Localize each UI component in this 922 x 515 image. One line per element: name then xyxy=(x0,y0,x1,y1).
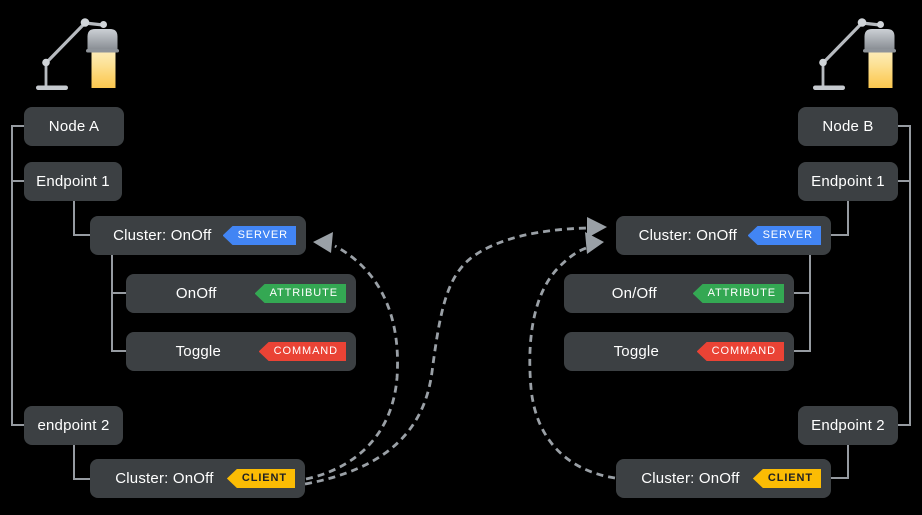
box-label: Toggle xyxy=(175,343,222,360)
box-label: Cluster: OnOff xyxy=(115,470,214,487)
left-endpoint-1-box: Endpoint 1 xyxy=(24,162,122,201)
box-label: Node A xyxy=(48,118,100,135)
node-a-box: Node A xyxy=(24,107,124,146)
command-badge: COMMAND xyxy=(258,342,346,361)
server-badge: SERVER xyxy=(222,226,296,245)
arrowhead-icon xyxy=(585,232,604,254)
box-label: Cluster: OnOff xyxy=(113,227,212,244)
right-attribute-box: On/Off ATTRIBUTE xyxy=(564,274,794,313)
box-label: On/Off xyxy=(611,285,657,302)
box-label: Cluster: OnOff xyxy=(641,470,740,487)
box-label: OnOff xyxy=(175,285,217,302)
right-command-box: Toggle COMMAND xyxy=(564,332,794,371)
desk-lamp-icon xyxy=(36,18,119,90)
arrowhead-icon xyxy=(313,232,333,253)
box-label: endpoint 2 xyxy=(37,417,110,434)
client-badge: CLIENT xyxy=(226,469,295,488)
arrow-left-client-to-left-server xyxy=(305,244,399,481)
box-label: Toggle xyxy=(613,343,660,360)
right-cluster-client-box: Cluster: OnOff CLIENT xyxy=(616,459,831,498)
attribute-badge: ATTRIBUTE xyxy=(692,284,784,303)
server-badge: SERVER xyxy=(747,226,821,245)
client-badge: CLIENT xyxy=(752,469,821,488)
arrow-right-client-to-right-server xyxy=(528,245,616,480)
left-attribute-box: OnOff ATTRIBUTE xyxy=(126,274,356,313)
box-label: Endpoint 2 xyxy=(811,417,885,434)
desk-lamp-icon xyxy=(813,18,896,90)
left-cluster-client-box: Cluster: OnOff CLIENT xyxy=(90,459,305,498)
left-endpoint-2-box: endpoint 2 xyxy=(24,406,123,445)
attribute-badge: ATTRIBUTE xyxy=(254,284,346,303)
left-cluster-server-box: Cluster: OnOff SERVER xyxy=(90,216,306,255)
right-endpoint-1-box: Endpoint 1 xyxy=(798,162,898,201)
arrowhead-icon xyxy=(587,217,607,238)
left-command-box: Toggle COMMAND xyxy=(126,332,356,371)
box-label: Endpoint 1 xyxy=(811,173,885,190)
node-b-box: Node B xyxy=(798,107,898,146)
box-label: Endpoint 1 xyxy=(36,173,110,190)
command-badge: COMMAND xyxy=(696,342,784,361)
box-label: Cluster: OnOff xyxy=(638,227,737,244)
tree-connectors xyxy=(11,125,911,480)
right-cluster-server-box: Cluster: OnOff SERVER xyxy=(616,216,831,255)
right-endpoint-2-box: Endpoint 2 xyxy=(798,406,898,445)
box-label: Node B xyxy=(822,118,874,135)
binding-arrows xyxy=(304,217,616,486)
